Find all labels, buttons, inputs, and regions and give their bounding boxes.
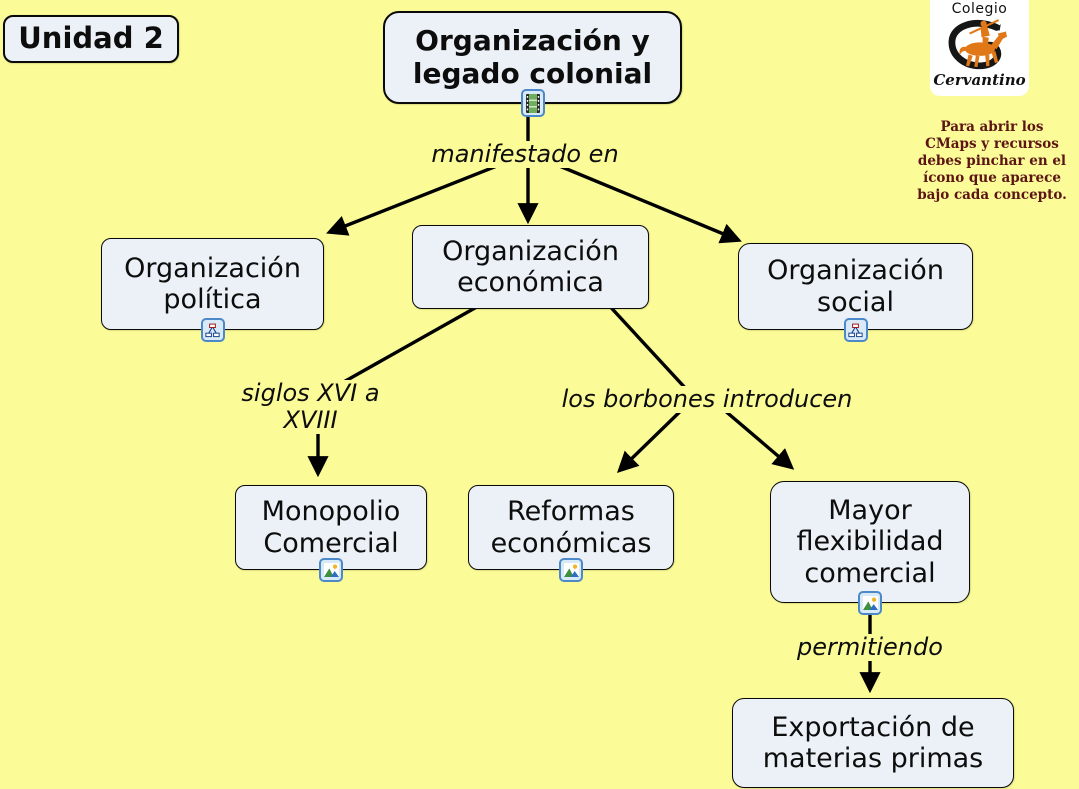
instruction-note: Para abrir los CMaps y recursos debes pi… <box>917 119 1067 203</box>
cmap-glyph <box>848 323 863 337</box>
link-root-politica <box>326 158 513 236</box>
image-glyph <box>563 563 579 577</box>
logo-text-cervantino: Cervantino <box>933 71 1026 89</box>
concept-mayor-label: Mayor flexibilidad comercial <box>796 495 944 589</box>
concept-exportacion-label: Exportación de materias primas <box>762 711 984 774</box>
linking-phrase-manifestado: manifestado en <box>415 141 635 168</box>
film-strip-glyph <box>525 93 540 113</box>
unit-badge-label: Unidad 2 <box>18 21 164 56</box>
cmap-icon[interactable] <box>200 318 225 342</box>
concept-economica-label: Organización económica <box>442 235 619 298</box>
linking-phrase-borbones: los borbones introducen <box>552 386 862 413</box>
school-logo: Colegio Cervantino <box>930 0 1029 96</box>
concept-politica-label: Organización política <box>124 252 301 315</box>
quixote-horse-logo-icon <box>948 19 1007 70</box>
concept-social: Organización social <box>738 243 973 342</box>
linking-phrase-siglos: siglos XVI a XVIII <box>238 380 383 434</box>
concept-monopolio-label: Monopolio Comercial <box>261 496 401 559</box>
concept-politica: Organización política <box>101 238 324 342</box>
film-strip-icon[interactable] <box>520 89 545 117</box>
concept-reformas: Reformas económicas <box>468 485 674 582</box>
image-icon[interactable] <box>559 558 583 582</box>
image-icon[interactable] <box>319 558 343 582</box>
linking-phrase-permitiendo: permitiendo <box>785 634 955 661</box>
cmap-glyph <box>205 323 220 337</box>
logo-text-colegio: Colegio <box>951 1 1008 17</box>
concept-monopolio: Monopolio Comercial <box>235 485 427 582</box>
concept-social-label: Organización social <box>767 255 944 318</box>
link-root-social <box>544 158 742 244</box>
concept-mayor: Mayor flexibilidad comercial <box>770 481 970 615</box>
cmap-icon[interactable] <box>843 318 868 342</box>
link-economica-siglos <box>332 302 483 390</box>
concept-root: Organización y legado colonial <box>383 11 682 117</box>
concept-exportacion: Exportación de materias primas <box>732 698 1014 788</box>
concept-reformas-label: Reformas económicas <box>490 496 652 559</box>
concept-economica: Organización económica <box>412 225 649 309</box>
image-glyph <box>323 563 339 577</box>
image-icon[interactable] <box>858 591 882 615</box>
image-glyph <box>862 596 878 610</box>
concept-root-label: Organización y legado colonial <box>412 24 653 90</box>
unit-badge: Unidad 2 <box>3 15 179 63</box>
